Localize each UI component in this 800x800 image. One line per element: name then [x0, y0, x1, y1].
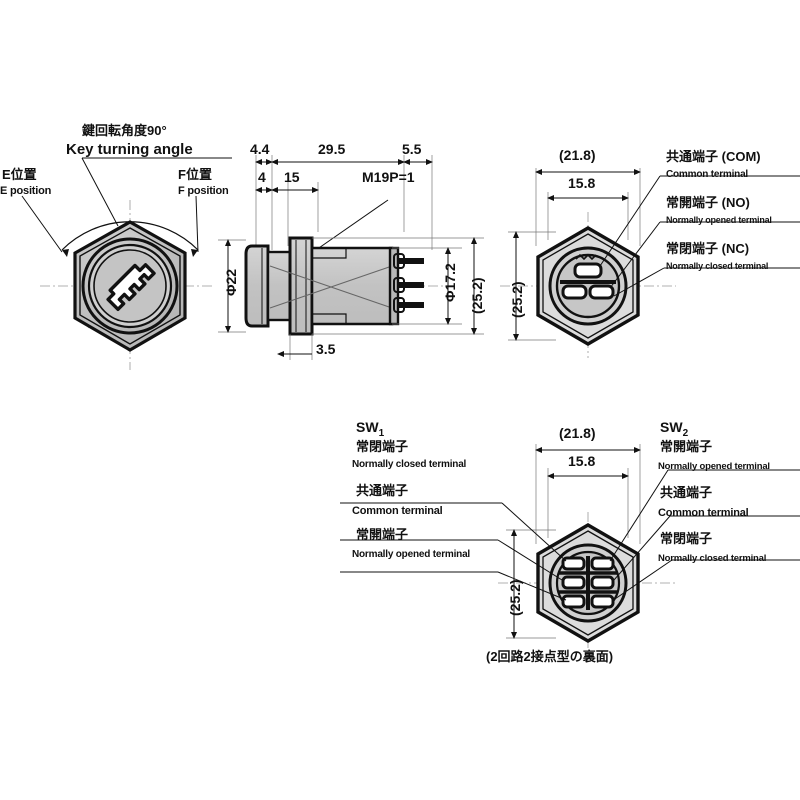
sw1-label-nc-jp: 常閉端子: [356, 439, 409, 454]
phi22-ext-lines: [218, 239, 246, 333]
dim-15-8-rear2: 15.8: [568, 453, 596, 469]
side-view-group: [218, 155, 484, 360]
side-bezel-cap: [244, 244, 270, 328]
sw2-label-com-jp: 共通端子: [660, 485, 713, 500]
sw1-name: SW: [356, 419, 379, 435]
rear1-label-nc-en: Normally closed terminal: [666, 261, 769, 271]
side-threaded-barrel: [266, 250, 292, 322]
rear2-terminal-sw2-com: [590, 575, 615, 590]
sw1-label-no-jp: 常開端子: [356, 527, 409, 542]
dim-21-8-rear1: (21.8): [559, 147, 596, 163]
sw1-label-com-jp: 共通端子: [356, 483, 409, 498]
sw2-name: SW: [660, 419, 683, 435]
sw1-title: SW1: [356, 420, 384, 439]
e-position-jp: E位置: [2, 167, 37, 182]
rear1-com-marking: [575, 253, 597, 261]
rear2-leaders-sw2: [609, 469, 800, 602]
dim-25-2-rear2: (25.2): [507, 579, 523, 616]
rear2-caption: (2回路2接点型の裏面): [486, 649, 614, 664]
rear1-label-no-jp: 常開端子 (NO): [666, 195, 750, 210]
rear1-ext-lines: [508, 168, 641, 341]
arc-arrow-left: [62, 249, 69, 257]
side-housing-step-top: [312, 248, 347, 259]
dim-15-8-rear1: 15.8: [568, 175, 596, 191]
rear2-terminal-sw1-com: [561, 575, 586, 590]
sw2-label-nc-en: Normally closed terminal: [658, 553, 767, 564]
side-terminal-lugs: [393, 253, 405, 313]
dim-35-ext: [289, 334, 313, 360]
f-position-leader: [195, 195, 199, 253]
rear2-terminal-sw2-nc: [590, 594, 615, 609]
e-position-leader: [21, 195, 63, 253]
dim-4-4: 4.4: [250, 141, 270, 157]
sw2-title: SW2: [660, 420, 688, 439]
side-switch-housing: [310, 246, 394, 326]
sw2-label-com-en: Common terminal: [658, 507, 749, 519]
rear1-label-com-en: Common terminal: [666, 169, 749, 180]
front-hex-nut-inner: [79, 227, 181, 345]
thread-leader: [315, 199, 389, 251]
dim-29-5: 29.5: [318, 141, 346, 157]
arc-arrow-right: [191, 249, 198, 257]
rear2-bus-bars: [558, 571, 618, 594]
sw1-index: 1: [378, 427, 385, 439]
dim-4: 4: [258, 169, 266, 185]
dim-15: 15: [284, 169, 300, 185]
rear2-hexagon-inner: [542, 530, 634, 636]
front-view-group: [21, 157, 232, 370]
rear1-leaders: [599, 175, 800, 297]
side-housing-hidden-lines: [269, 265, 393, 309]
sw2-label-no-jp: 常開端子: [660, 439, 713, 454]
f-position-jp: F位置: [178, 167, 212, 182]
rear1-hexagon-inner: [542, 233, 634, 339]
rear2-terminals: [561, 556, 615, 609]
dim-25-2-side: (25.2): [469, 277, 485, 314]
rear2-terminal-sw2-no: [590, 556, 615, 571]
sw2-index: 2: [682, 427, 689, 439]
e-position-en: E position: [0, 185, 52, 197]
sw1-label-nc-en: Normally closed terminal: [352, 459, 467, 470]
dim-21-8-rear2: (21.8): [559, 425, 596, 441]
rear1-terminal-com: [573, 262, 603, 279]
rear1-terminal-nc: [588, 284, 615, 300]
rear1-terminals: [561, 262, 615, 300]
dim-phi22: Φ22: [223, 268, 239, 296]
sw1-label-com-en: Common terminal: [352, 505, 443, 517]
rear1-terminal-no: [561, 284, 588, 300]
sw1-label-no-en: Normally opened terminal: [352, 549, 471, 560]
side-housing-step-bottom: [312, 313, 347, 324]
sw2-label-no-en: Normally opened terminal: [658, 461, 770, 472]
rear1-label-no-en: Normally opened terminal: [666, 215, 772, 225]
key-turning-angle-en: Key turning angle: [66, 141, 193, 158]
key-turning-angle-jp: 鍵回転角度90°: [82, 123, 167, 138]
key-angle-leader: [81, 157, 119, 227]
f-position-en: F position: [178, 185, 229, 197]
front-keyhole: [106, 263, 156, 312]
rear2-leaders-sw1: [340, 502, 567, 601]
dim-phi17-2: Φ17.2: [442, 263, 458, 302]
side-flange: [288, 236, 314, 336]
rear2-terminal-sw1-no: [561, 594, 586, 609]
dim-5-5: 5.5: [402, 141, 422, 157]
sw2-label-nc-jp: 常閉端子: [660, 531, 713, 546]
side-terminal-pins: [398, 258, 424, 308]
dim-25-2-rear1: (25.2): [509, 281, 525, 318]
rear-view-double-group: [340, 444, 800, 652]
rear1-label-com-jp: 共通端子 (COM): [666, 149, 761, 164]
rear2-terminal-sw1-nc: [561, 556, 586, 571]
dim-3-5: 3.5: [316, 341, 336, 357]
rear-view-single-group: [500, 168, 800, 358]
thread-spec-label: M19P=1: [362, 169, 415, 185]
rear1-label-nc-jp: 常閉端子 (NC): [666, 241, 750, 256]
